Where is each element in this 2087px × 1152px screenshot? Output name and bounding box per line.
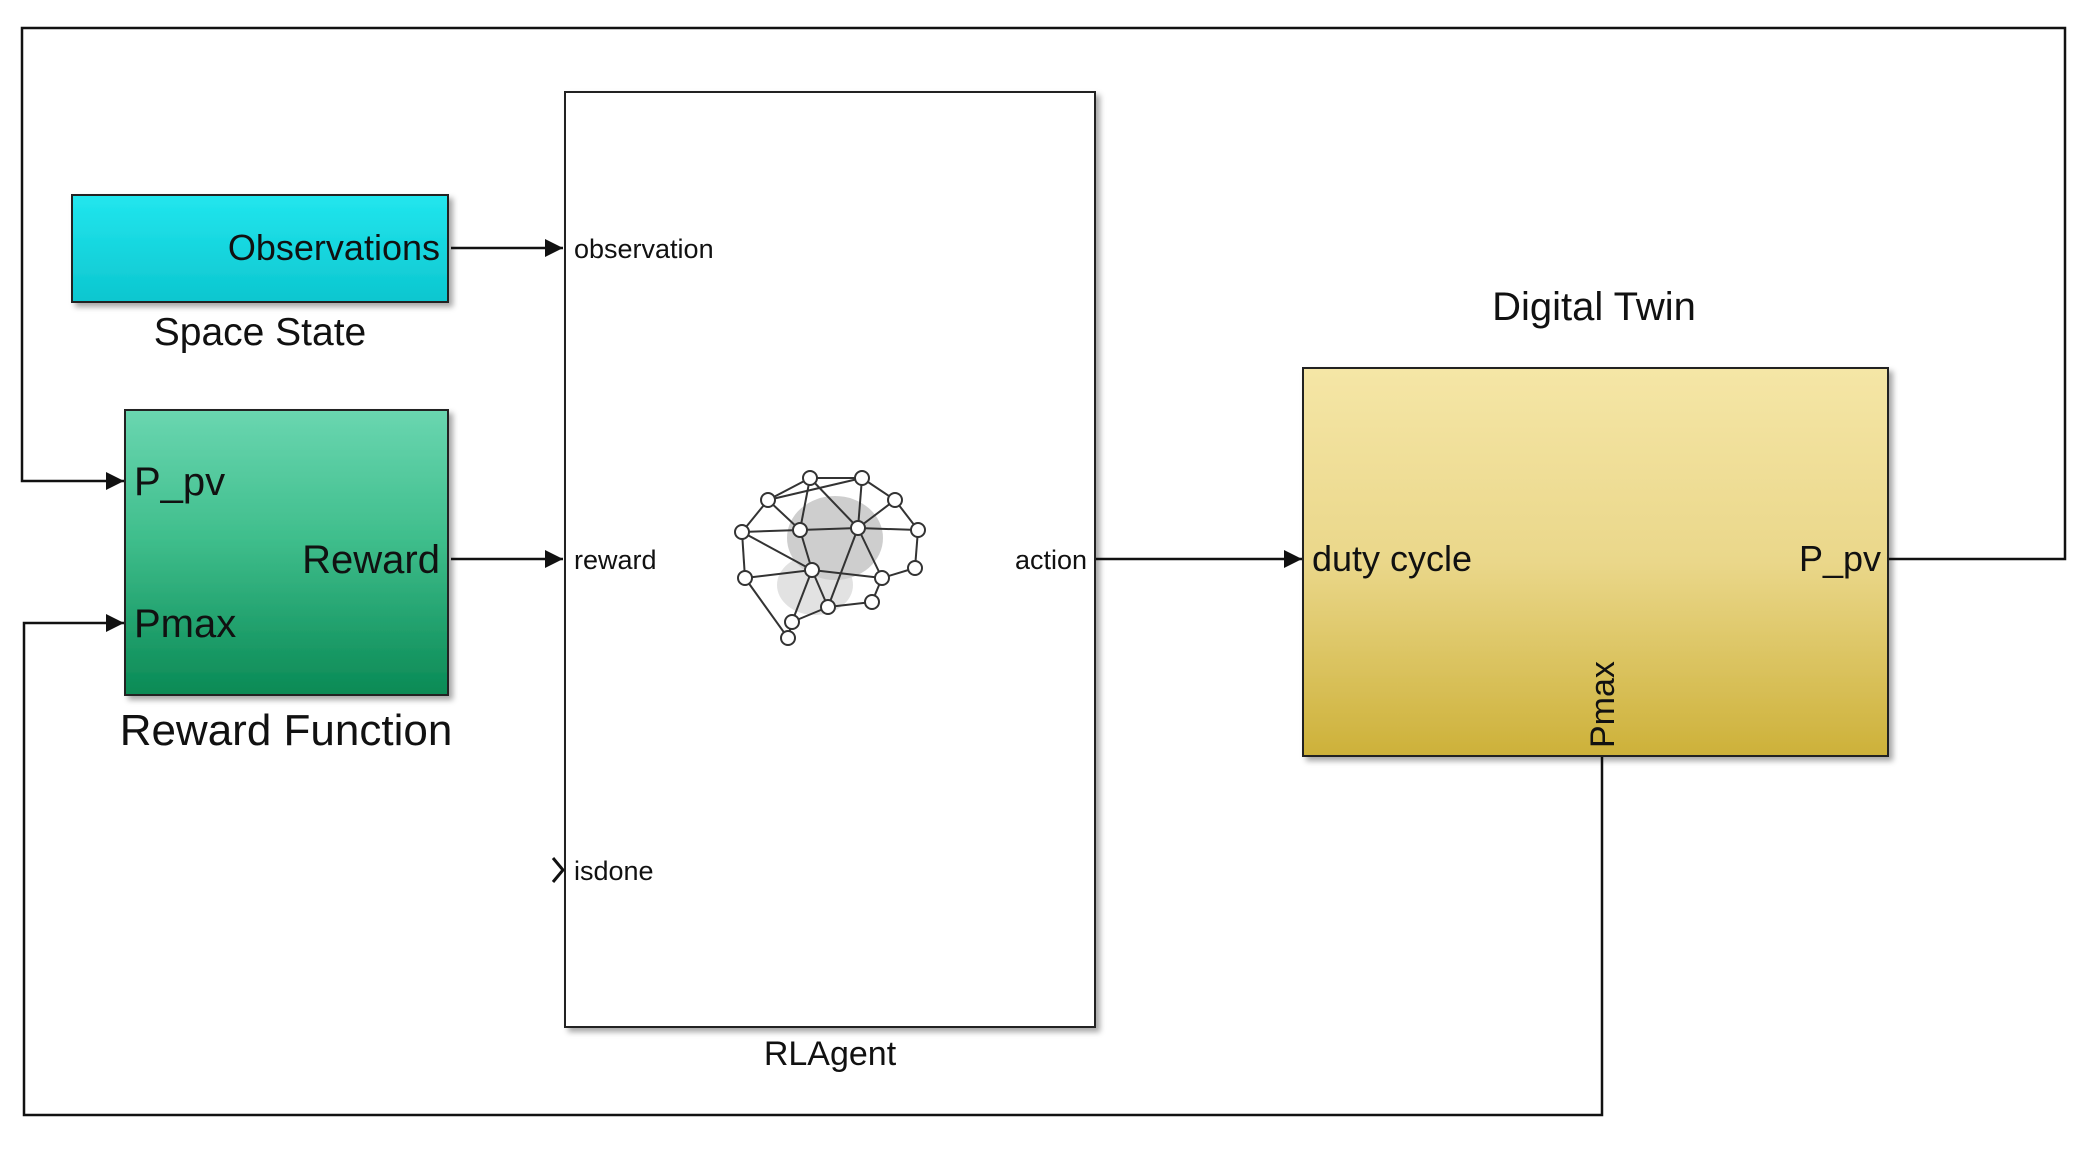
rl-agent-reward-port: reward (574, 545, 657, 575)
observations-block[interactable]: Observations Space State (71, 194, 449, 354)
isdone-trigger-icon (551, 857, 565, 883)
reward-function-pmax-port: Pmax (134, 602, 236, 646)
digital-twin-duty-cycle-port: duty cycle (1312, 538, 1472, 579)
reward-function-block[interactable]: P_pv Reward Pmax Reward Function (120, 409, 453, 755)
rl-agent-observation-port: observation (574, 234, 714, 264)
signal-lines (20, 26, 2067, 1117)
digital-twin-block[interactable]: Digital Twin duty cycle P_pv Pmax (1302, 285, 1889, 757)
digital-twin-ppv-port: P_pv (1799, 538, 1881, 579)
digital-twin-pmax-port: Pmax (1584, 661, 1622, 748)
observations-port-label: Observations (228, 227, 440, 268)
reward-function-caption: Reward Function (120, 706, 453, 755)
rl-agent-isdone-port: isdone (574, 856, 654, 886)
digital-twin-title: Digital Twin (1492, 285, 1696, 329)
reward-function-reward-port: Reward (302, 538, 440, 582)
rl-agent-caption: RLAgent (764, 1035, 897, 1073)
line-pmax-feedback[interactable] (22, 614, 1604, 1117)
neural-network-brain-icon (734, 470, 926, 646)
rl-agent-action-port: action (1015, 545, 1087, 575)
space-state-caption: Space State (154, 311, 366, 354)
reward-function-ppv-port: P_pv (134, 460, 225, 504)
line-ppv-feedback[interactable] (20, 26, 2067, 561)
rl-agent-block[interactable]: observation reward isdone action RLAgent (551, 91, 1096, 1073)
